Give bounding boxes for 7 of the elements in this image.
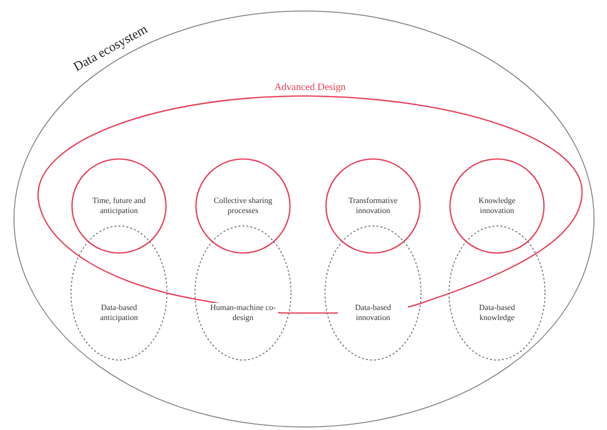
- capability-label: Human-machine co-design: [208, 303, 278, 323]
- group-title: Advanced Design: [273, 82, 347, 94]
- theme-label: Knowledge innovation: [478, 196, 516, 216]
- theme-label: Time, future and anticipation: [91, 196, 147, 216]
- theme-label: Collective sharing processes: [212, 196, 274, 216]
- theme-label: Transformative innovation: [347, 196, 399, 216]
- capability-label: Data-based innovation: [338, 303, 408, 323]
